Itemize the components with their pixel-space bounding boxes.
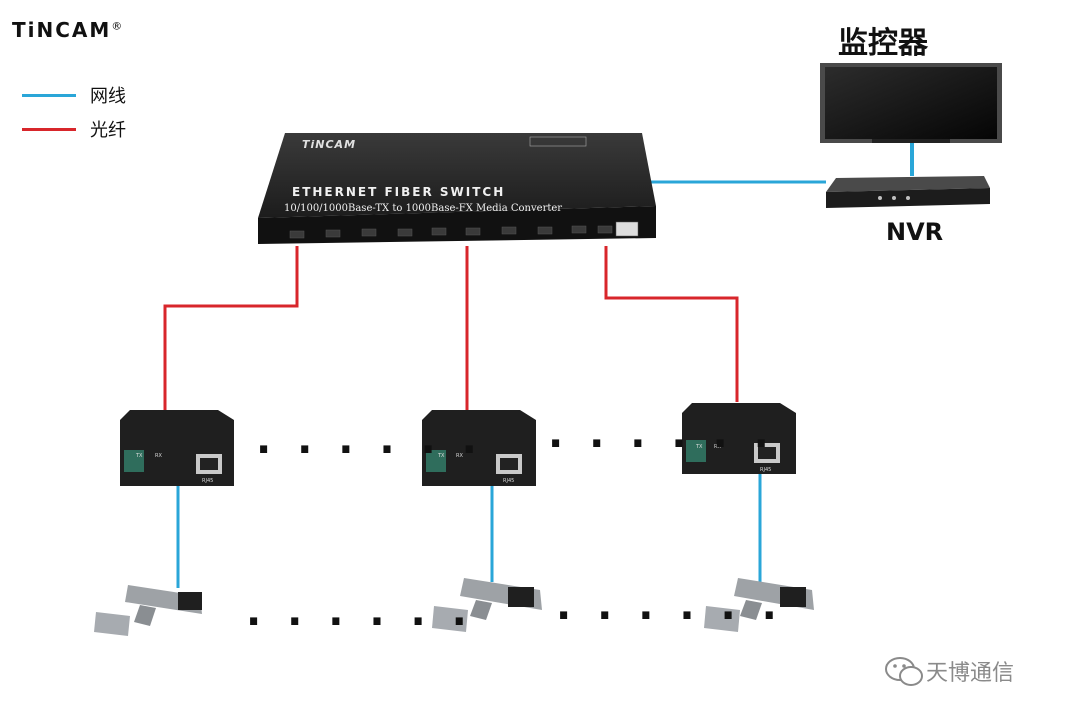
camera-right [704,578,814,632]
nvr-device [826,176,990,208]
switch-brand: TiNCAM [302,138,356,151]
legend-label-network-cable: 网线 [90,86,126,107]
ellipsis-cameras-right: . . . . . . [556,583,783,629]
monitor-title: 监控器 [838,26,928,61]
converter-left-rx: RX [155,453,162,459]
media-converter-center [422,410,536,486]
converter-center-tx: TX [437,453,445,459]
legend-item-network-cable: 网线 [22,78,126,112]
legend-swatch-fiber [22,127,76,131]
converter-center-rx: RX [456,453,463,459]
brand-name: TiNCAM [12,18,112,42]
converter-left-tx: TX [135,453,143,459]
camera-center [432,578,542,632]
fiber-line-left [163,246,299,410]
ellipsis-converters-right: . . . . . . [548,411,775,457]
converter-right-rx: RX [714,444,721,450]
legend-label-fiber: 光纤 [90,120,126,141]
converter-left-port: RJ45 [202,478,213,484]
legend-item-fiber: 光纤 [22,112,126,146]
legend: 网线 光纤 [22,78,126,146]
converter-center-port: RJ45 [503,478,514,484]
wechat-icon [885,657,923,686]
converter-right-port: RJ45 [760,467,771,473]
ellipsis-cameras-left: . . . . . . [246,589,473,635]
legend-swatch-network-cable [22,93,76,97]
brand-logo: TiNCAM® [12,18,122,42]
switch-subtitle: 10/100/1000Base-TX to 1000Base-FX Media … [284,203,562,214]
fiber-switch [258,133,656,244]
camera-left [94,585,202,636]
media-converter-left [120,410,234,486]
watermark-text: 天博通信 [926,661,1015,686]
nvr-label: NVR [886,218,944,246]
watermark: 天博通信 [878,655,1014,687]
media-converter-right [682,403,796,474]
switch-title: ETHERNET FIBER SWITCH [292,185,505,199]
watermark-icon-spacer [878,671,918,672]
converter-right-tx: TX [695,444,703,450]
monitor [820,63,1002,143]
ellipsis-converters-left: . . . . . . [256,417,483,463]
switch-ports [289,221,639,239]
registered-mark: ® [111,19,123,33]
fiber-line-right [604,246,739,402]
